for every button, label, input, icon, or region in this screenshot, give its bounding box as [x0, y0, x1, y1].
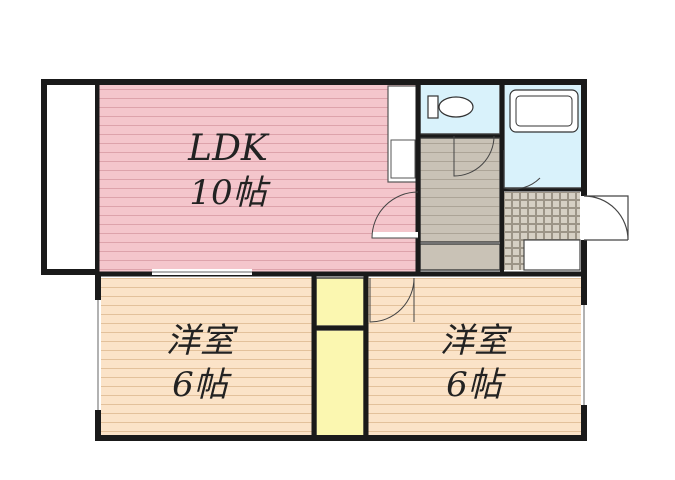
- door-ldk: [371, 191, 419, 239]
- western-room-1-label: 洋室: [166, 321, 239, 361]
- western-room-2-label: 洋室: [440, 321, 513, 361]
- kitchen-sink: [390, 139, 416, 179]
- door-toilet: [453, 135, 495, 177]
- western-room-2: [366, 278, 584, 436]
- western-room-2-size: 6帖: [446, 365, 507, 405]
- closet-upper: [315, 277, 365, 327]
- ldk-label: LDK: [187, 128, 270, 169]
- shoe-box: [419, 243, 501, 271]
- bathtub-icon: [509, 89, 579, 133]
- balcony: [41, 79, 101, 275]
- toilet-icon: [427, 95, 474, 119]
- ldk-size: 10帖: [189, 173, 271, 213]
- western-room-1-size: 6帖: [172, 365, 233, 405]
- western-room-1: [98, 278, 314, 436]
- entrance-shelf: [523, 239, 581, 271]
- ldk-room: [98, 82, 418, 272]
- door-western-2: [369, 277, 415, 323]
- window-left: [95, 300, 101, 410]
- window-right: [581, 305, 587, 405]
- closet-lower: [315, 329, 365, 437]
- ldk-hall: [372, 190, 420, 272]
- storage-room: [419, 137, 501, 243]
- door-entrance: [581, 195, 629, 241]
- door-bath: [503, 150, 541, 190]
- window-balcony: [152, 269, 252, 275]
